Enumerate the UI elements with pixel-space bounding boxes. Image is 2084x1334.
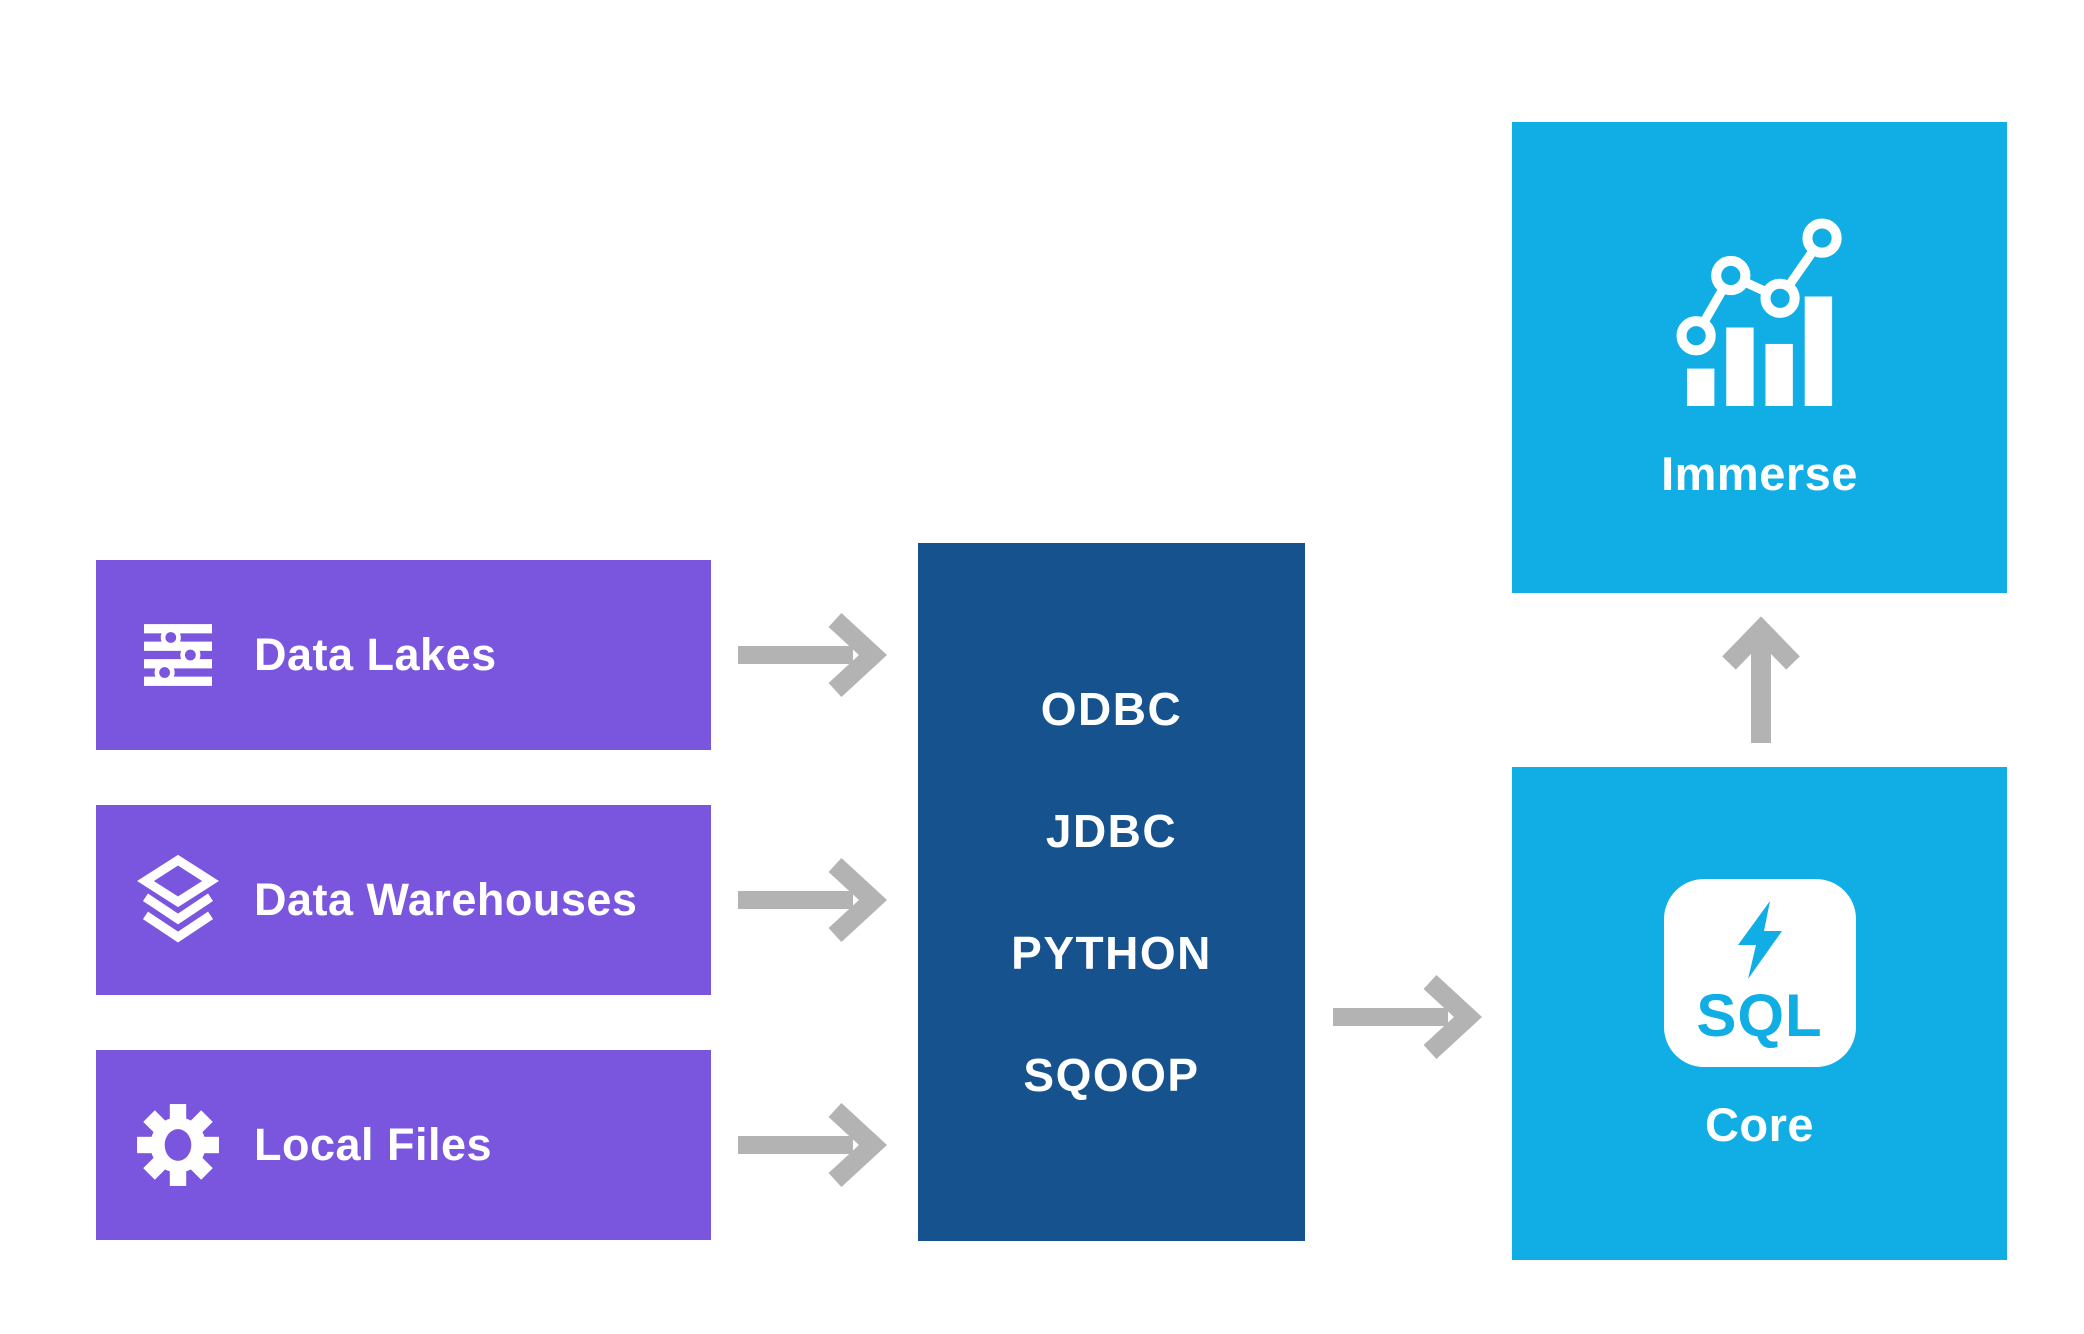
arrow-right-icon xyxy=(738,1103,888,1187)
lightning-bolt-icon xyxy=(1737,901,1782,979)
connector-item-sqoop: SQOOP xyxy=(1023,1049,1200,1101)
chart-icon xyxy=(1675,218,1842,406)
gear-icon xyxy=(130,1097,226,1193)
gear-icon-svg xyxy=(137,1104,219,1186)
sliders-icon xyxy=(130,607,226,703)
sliders-icon-svg xyxy=(144,624,212,686)
arrow-right-icon xyxy=(738,613,888,697)
immerse-box: Immerse xyxy=(1512,122,2007,593)
source-label: Local Files xyxy=(254,1119,493,1170)
lightning-sql-icon: SQL xyxy=(1663,879,1856,1067)
layers-icon xyxy=(130,852,226,948)
source-box-data-lakes: Data Lakes xyxy=(96,560,711,750)
source-box-data-warehouses: Data Warehouses xyxy=(96,805,711,995)
source-label: Data Lakes xyxy=(254,629,497,680)
connector-item-jdbc: JDBC xyxy=(1045,805,1178,857)
source-box-local-files: Local Files xyxy=(96,1050,711,1240)
arrow-up-icon xyxy=(1722,616,1800,743)
arrow-right-icon xyxy=(738,858,888,942)
immerse-label: Immerse xyxy=(1661,447,1858,500)
arrow-right-icon xyxy=(1333,975,1483,1059)
source-label: Data Warehouses xyxy=(254,874,638,925)
connector-item-odbc: ODBC xyxy=(1040,683,1183,735)
core-label: Core xyxy=(1704,1098,1815,1151)
sql-badge-label: SQL xyxy=(1696,982,1823,1049)
connector-item-python: PYTHON xyxy=(1011,927,1212,979)
core-box: SQL Core xyxy=(1512,767,2007,1260)
connector-box: ODBC JDBC PYTHON SQOOP xyxy=(918,543,1305,1241)
layers-icon-svg xyxy=(137,855,219,943)
